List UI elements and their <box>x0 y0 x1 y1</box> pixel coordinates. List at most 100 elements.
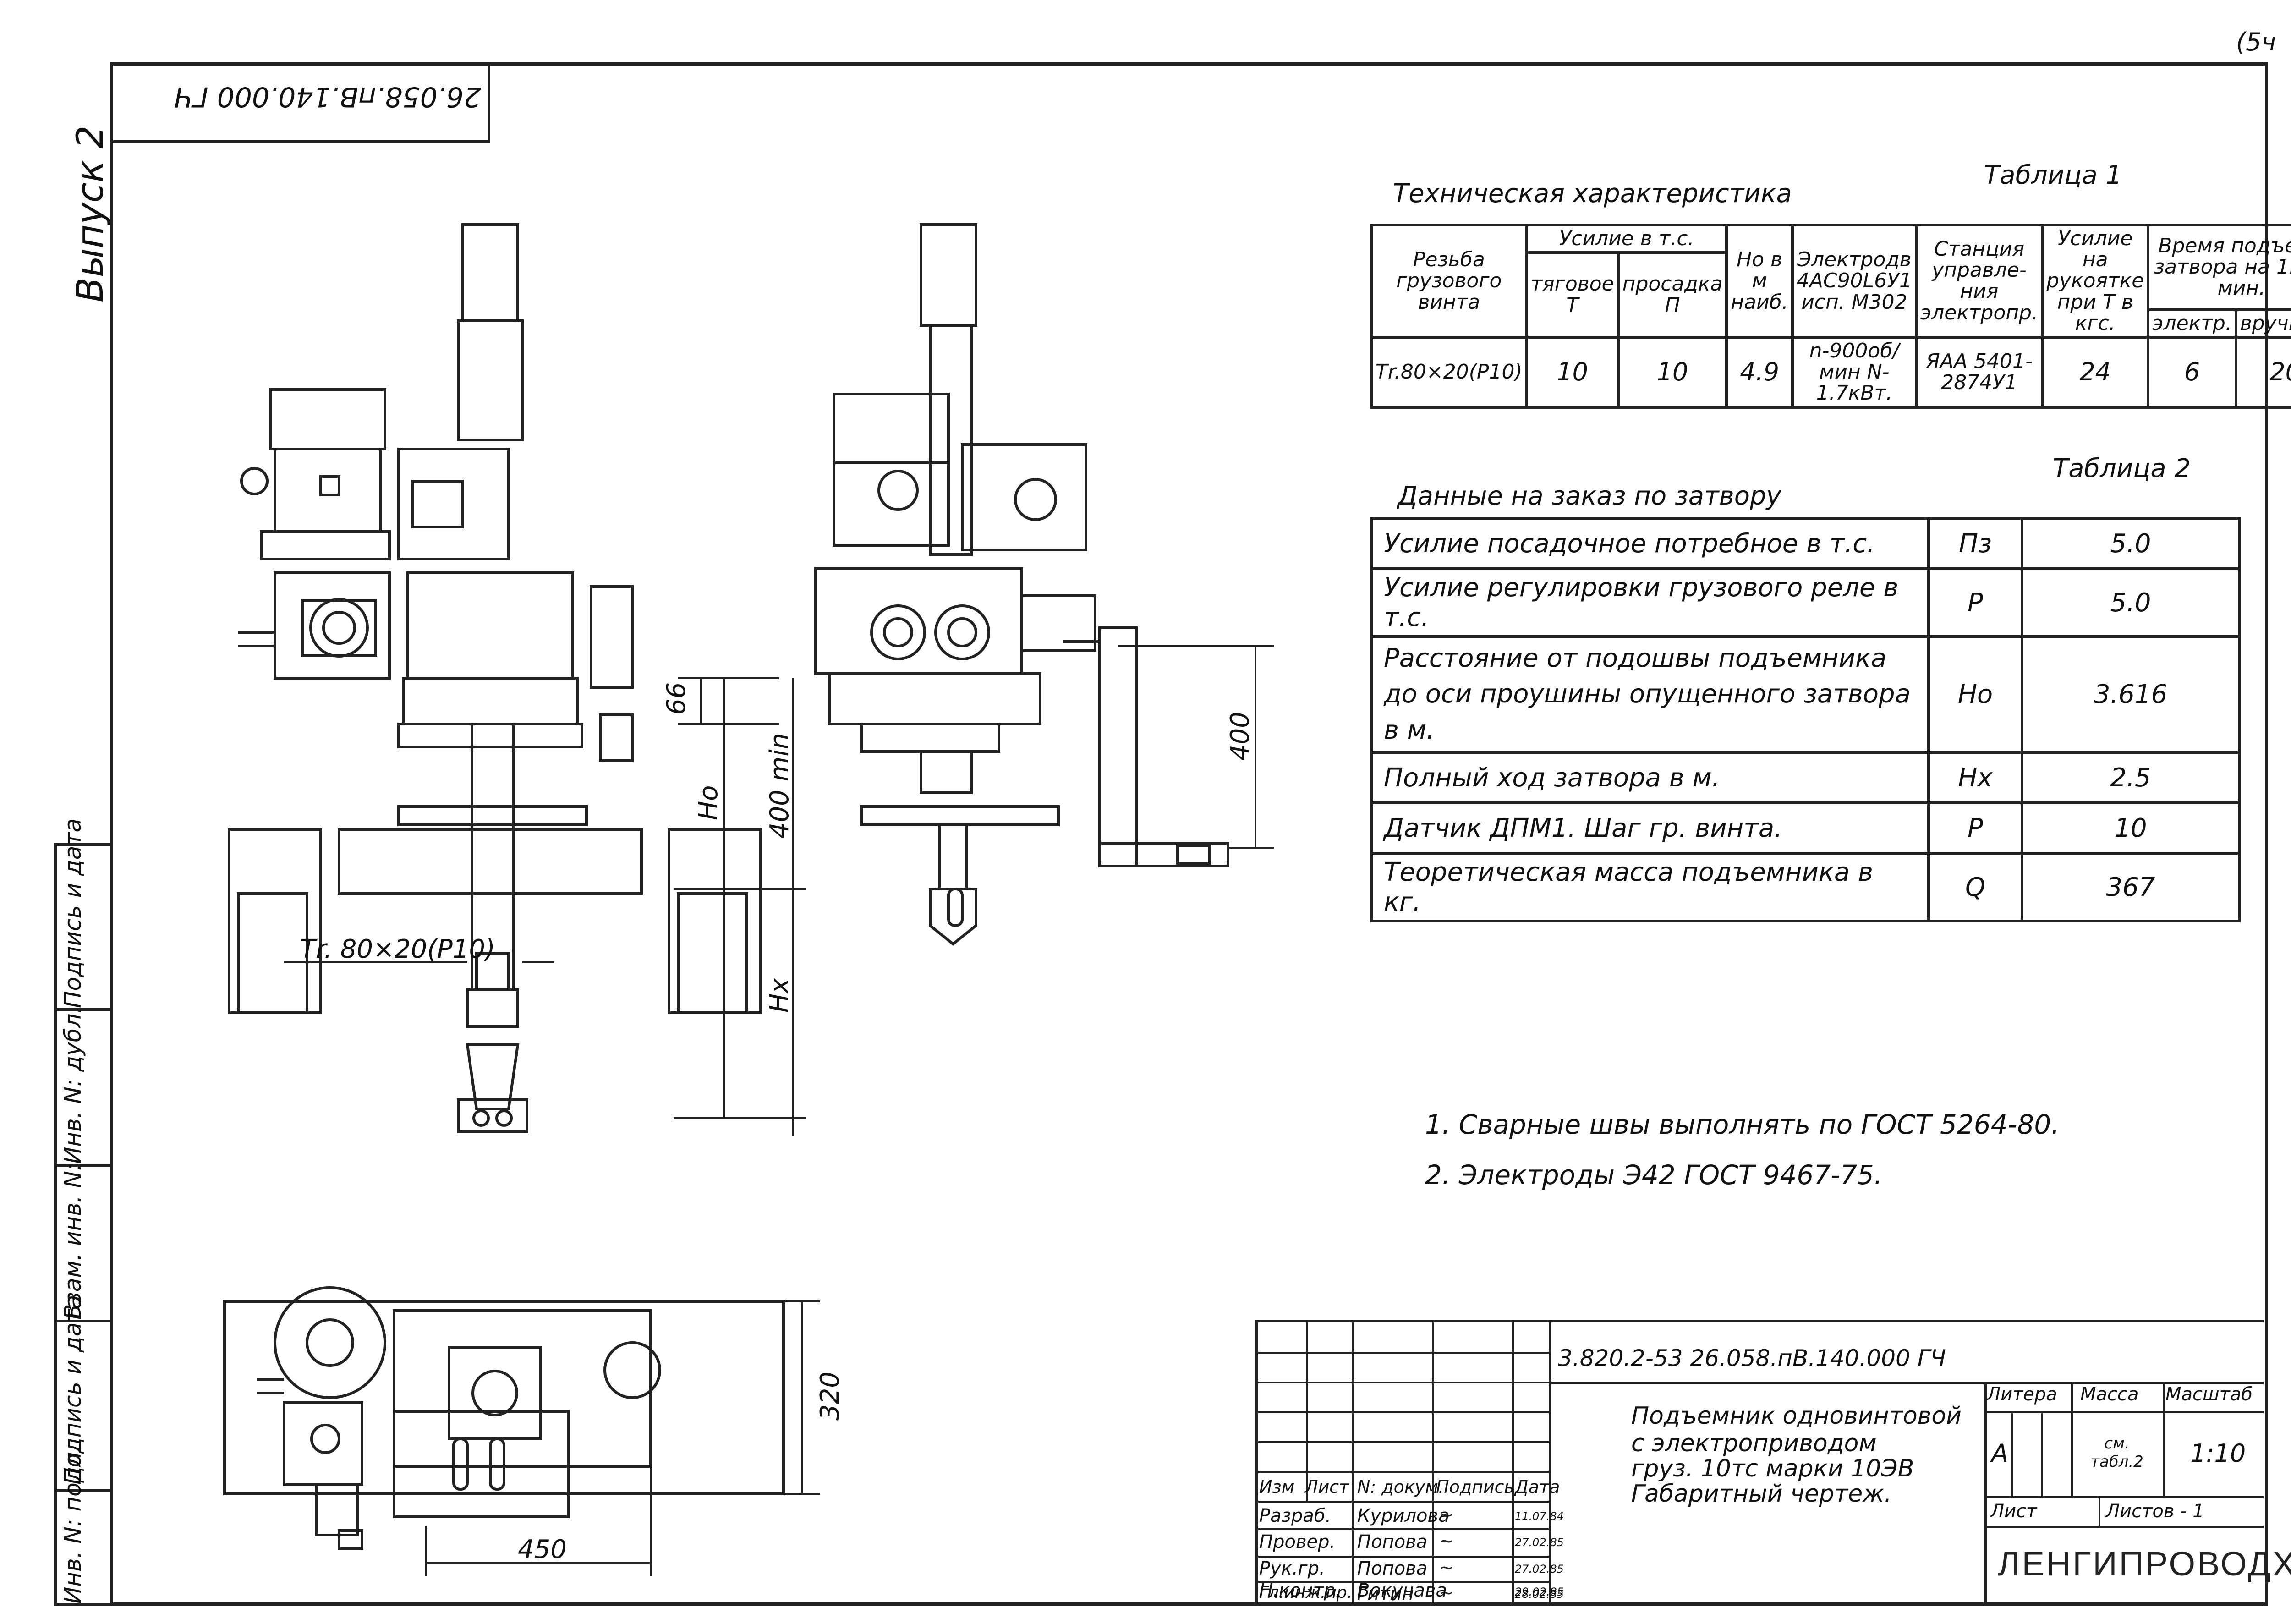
role: Гл.инж.пр. <box>1259 1583 1353 1602</box>
t2-row: Усилие посадочное потребное в т.с. Пз 5.… <box>1370 517 2241 570</box>
t1-time-man: 20 <box>2234 335 2291 409</box>
sign-date: 11.07.84 <box>1515 1510 1564 1523</box>
col-doc: N: докум. <box>1357 1477 1444 1497</box>
sheets-label: Листов - 1 <box>2106 1501 2204 1522</box>
mass-header: Масса <box>2080 1384 2139 1405</box>
table2-caption: Данные на заказ по затвору <box>1398 481 1781 511</box>
date-ncontrol: 29.02.85 <box>1515 1586 1564 1598</box>
scale: 1:10 <box>2190 1439 2246 1468</box>
t1-motor: n-900об/мин N-1.7кВт. <box>1791 335 1918 409</box>
t2-row: Полный ход затвора в м. Hх 2.5 <box>1370 751 2241 805</box>
person-name: Попова <box>1357 1558 1428 1579</box>
dim-450: 450 <box>518 1535 567 1564</box>
t1-h-sink: просадка П <box>1617 251 1728 339</box>
side-stamp <box>54 843 113 1606</box>
t1-h-time-man: вручную <box>2234 308 2291 339</box>
t2-row: Расстояние от подошвы подъемника до оси … <box>1370 635 2241 754</box>
sign-date: 27.02.85 <box>1515 1563 1564 1575</box>
t2-sym: Hх <box>1927 751 2023 805</box>
t2-name: Датчик ДПМ1. Шаг гр. винта. <box>1370 801 1930 855</box>
t1-pull: 10 <box>1525 335 1620 409</box>
litera-header: Литера <box>1987 1384 2057 1405</box>
dim-66: 66 <box>662 682 691 715</box>
t2-val: 2.5 <box>2021 751 2241 805</box>
table2-number: Таблица 2 <box>2053 454 2191 483</box>
t2-val: 5.0 <box>2021 517 2241 570</box>
t2-row: Усилие регулировки грузового реле в т.с.… <box>1370 567 2241 638</box>
sign-date: 27.02.85 <box>1515 1536 1564 1549</box>
scale-header: Масштаб <box>2165 1384 2253 1405</box>
drawing-frame <box>110 62 2268 1606</box>
person-name: Гитин <box>1357 1583 1414 1604</box>
t2-val: 10 <box>2021 801 2241 855</box>
t2-val: 5.0 <box>2021 567 2241 638</box>
designation: 3.820.2-53 26.058.пВ.140.000 ГЧ <box>1558 1345 1946 1372</box>
dim-320: 320 <box>815 1372 845 1421</box>
title-line-2: с электроприводом <box>1631 1430 1877 1457</box>
mass: см. табл.2 <box>2090 1434 2143 1471</box>
t1-h-station: Станция управле- ния электропр. <box>1914 224 2044 339</box>
person-name: Курилова <box>1357 1505 1450 1526</box>
t1-h-time: Время подъема затвора на 1м. в мин. <box>2147 224 2291 311</box>
dim-400min: 400 min <box>765 733 795 839</box>
t1-h0: 4.9 <box>1725 335 1794 409</box>
t2-sym: Р <box>1927 801 2023 855</box>
t2-row: Датчик ДПМ1. Шаг гр. винта. Р 10 <box>1370 801 2241 855</box>
col-list: Лист <box>1305 1477 1349 1497</box>
t2-name: Теоретическая масса подъемника в кг. <box>1370 852 1930 923</box>
table2: Усилие посадочное потребное в т.с. Пз 5.… <box>1370 517 2241 923</box>
title-line-1: Подъемник одновинтовой <box>1631 1402 1962 1430</box>
role-ncontrol: Н.контр. <box>1259 1580 1341 1601</box>
t1-h-force: Усилие в т.с. <box>1525 223 1728 254</box>
t1-h-handle: Усилие на рукоятке при Т в кгс. <box>2041 224 2150 339</box>
col-sign: Подпись <box>1436 1477 1514 1497</box>
table1-number: Таблица 1 <box>1984 160 2122 190</box>
t1-time-el: 6 <box>2147 335 2237 409</box>
organization: ЛЕНГИПРОВОДХОЗ <box>1998 1545 2291 1583</box>
title-block: 3.820.2-53 26.058.пВ.140.000 ГЧ Подъемни… <box>1255 1320 2291 1604</box>
t2-name: Полный ход затвора в м. <box>1370 751 1930 805</box>
t1-sink: 10 <box>1617 335 1728 409</box>
t1-h-time-el: электр. <box>2147 308 2237 339</box>
sheet-label: Лист <box>1990 1501 2037 1522</box>
doc-code-box <box>110 62 490 143</box>
t1-h-thread: Резьба грузового винта <box>1370 224 1528 339</box>
litera: А <box>1991 1439 2008 1468</box>
t2-sym: Пз <box>1927 517 2023 570</box>
title-line-3: груз. 10тс марки 10ЭВ <box>1631 1455 1914 1482</box>
corner-mark: (5ч <box>2236 27 2276 56</box>
t1-thread: Тr.80×20(Р10) <box>1370 335 1528 409</box>
t1-station: ЯАА 5401- 2874У1 <box>1914 335 2044 409</box>
t1-h-pull: тяговое Т <box>1525 251 1620 339</box>
role: Провер. <box>1259 1531 1336 1553</box>
role: Разраб. <box>1259 1505 1332 1526</box>
person-ncontrol: Вокучава <box>1357 1580 1447 1601</box>
dim-thread: Тr. 80×20(Р10) <box>300 934 495 964</box>
t2-sym: Q <box>1927 852 2023 923</box>
col-date: Дата <box>1515 1477 1560 1497</box>
t2-row: Теоретическая масса подъемника в кг. Q 3… <box>1370 852 2241 923</box>
t2-sym: Р <box>1927 567 2023 638</box>
col-izm: Изм <box>1259 1477 1295 1497</box>
table1-caption: Техническая характеристика <box>1393 179 1792 208</box>
t2-name: Усилие регулировки грузового реле в т.с. <box>1370 567 1930 638</box>
front-view <box>228 223 762 1133</box>
t1-h-motor: Электродв 4АС90L6У1 исп. М302 <box>1791 224 1918 339</box>
plan-view <box>223 1286 785 1550</box>
title-line-4: Габаритный чертеж. <box>1631 1480 1892 1508</box>
person-name: Попова <box>1357 1531 1428 1553</box>
role: Рук.гр. <box>1259 1558 1325 1579</box>
t2-name: Усилие посадочное потребное в т.с. <box>1370 517 1930 570</box>
t1-h-h0: Hо в м наиб. <box>1725 224 1794 339</box>
note-1: 1. Сварные швы выполнять по ГОСТ 5264-80… <box>1425 1109 2060 1140</box>
t1-handle: 24 <box>2041 335 2150 409</box>
t2-name: Расстояние от подошвы подъемника до оси … <box>1370 635 1930 754</box>
t2-val: 367 <box>2021 852 2241 923</box>
note-2: 2. Электроды Э42 ГОСТ 9467-75. <box>1425 1159 1883 1191</box>
dim-h0: Hо <box>694 785 723 820</box>
sign-date: 28.02.85 <box>1515 1588 1564 1601</box>
side-view <box>814 223 1229 946</box>
table1: Резьба грузового винта Усилие в т.с. Hо … <box>1370 223 2291 409</box>
dim-400: 400 <box>1225 712 1255 761</box>
